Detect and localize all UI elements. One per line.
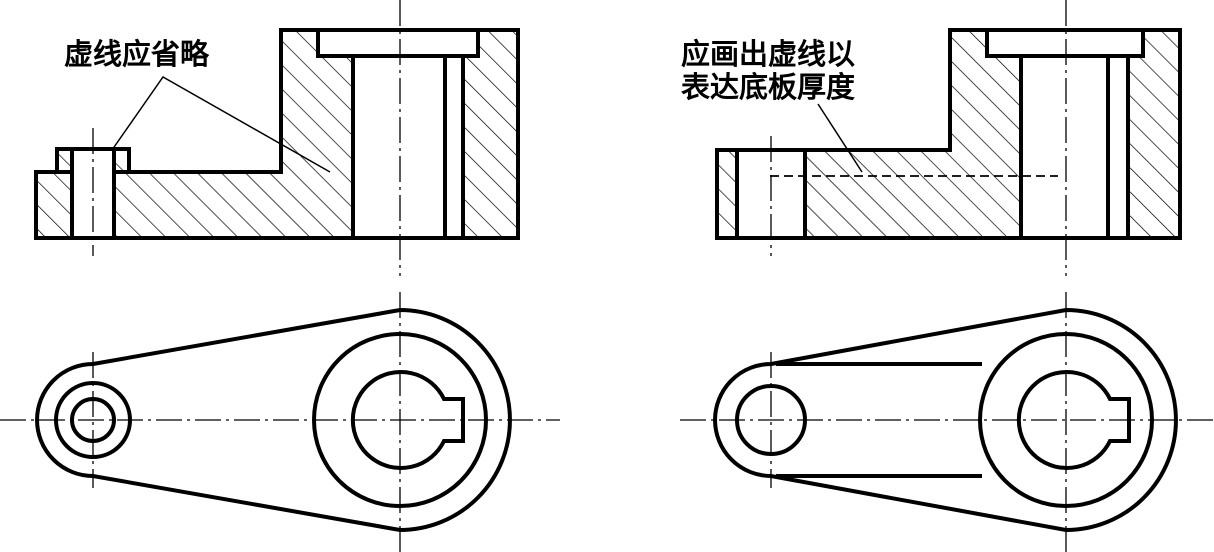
left-leader-lines	[111, 76, 331, 173]
left-small-hole-circle	[70, 397, 116, 443]
right-annotation-line2: 表达底板厚度	[681, 70, 856, 104]
left-top-outline	[35, 307, 512, 533]
right-section-outline	[715, 28, 1182, 240]
left-section-view	[34, 0, 520, 276]
right-annotation-line1: 应画出虚线以	[681, 37, 856, 71]
right-small-hole-circle	[735, 384, 807, 456]
right-top-view	[680, 292, 1214, 552]
right-top-outline	[713, 307, 1178, 533]
left-annotation-label: 虚线应省略	[64, 37, 210, 71]
left-section-hatch	[36, 30, 518, 238]
left-keyway-bore	[350, 370, 465, 470]
right-large-boss-circle	[978, 332, 1154, 508]
left-large-bore	[316, 30, 480, 238]
left-small-boss-counterbore	[70, 149, 116, 238]
left-small-boss-circle	[54, 381, 132, 459]
right-large-bore	[985, 30, 1145, 238]
right-rib-edges	[776, 362, 982, 478]
left-top-view	[0, 292, 560, 552]
right-section-view	[715, 0, 1182, 276]
left-large-boss-circle	[312, 332, 488, 508]
right-keyway-bore	[1016, 370, 1131, 470]
right-small-hole-edges	[735, 150, 807, 238]
right-section-hatch	[717, 30, 1180, 238]
right-leader-line	[817, 103, 863, 173]
